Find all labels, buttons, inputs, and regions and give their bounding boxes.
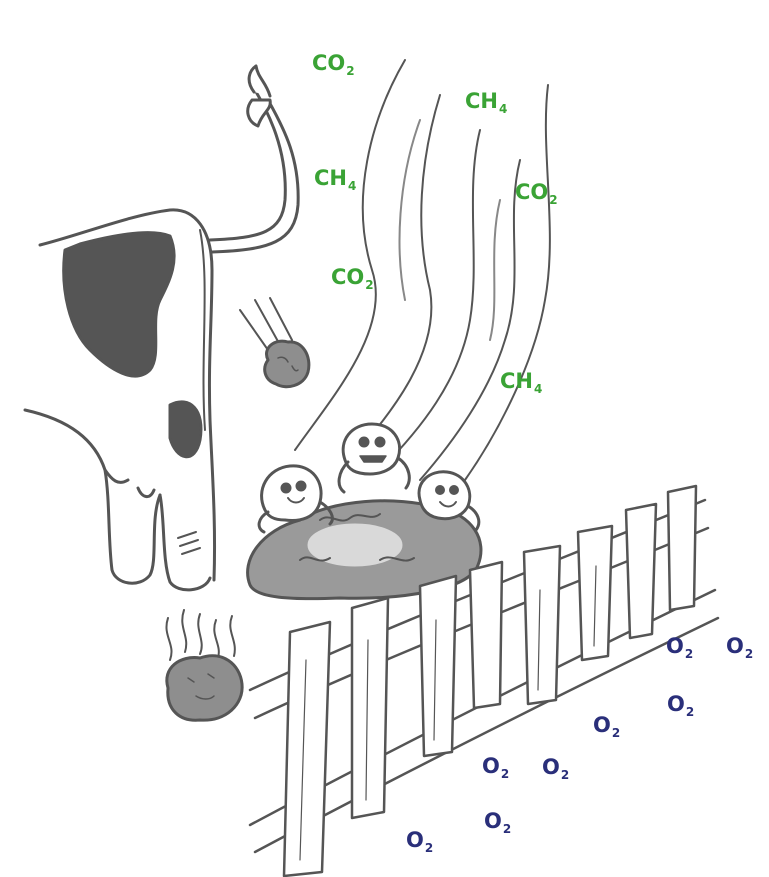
falling-dung-upper — [240, 298, 309, 387]
o2-label: O2 — [542, 757, 569, 778]
co2-label: CO2 — [312, 53, 355, 74]
ch4-label: CH4 — [500, 371, 542, 392]
o2-label: O2 — [484, 811, 511, 832]
o2-label: O2 — [726, 636, 753, 657]
ch4-label: CH4 — [314, 168, 356, 189]
falling-dung-lower — [166, 610, 242, 720]
o2-label: O2 — [666, 636, 693, 657]
o2-label: O2 — [482, 756, 509, 777]
cow-tail — [210, 66, 298, 252]
cow-hindquarters — [25, 210, 215, 590]
o2-label: O2 — [406, 830, 433, 851]
ch4-label: CH4 — [465, 91, 507, 112]
dung-pile-with-microbes — [248, 424, 481, 599]
o2-label: O2 — [593, 715, 620, 736]
o2-label: O2 — [667, 694, 694, 715]
co2-label: CO2 — [515, 182, 558, 203]
co2-label: CO2 — [331, 267, 374, 288]
